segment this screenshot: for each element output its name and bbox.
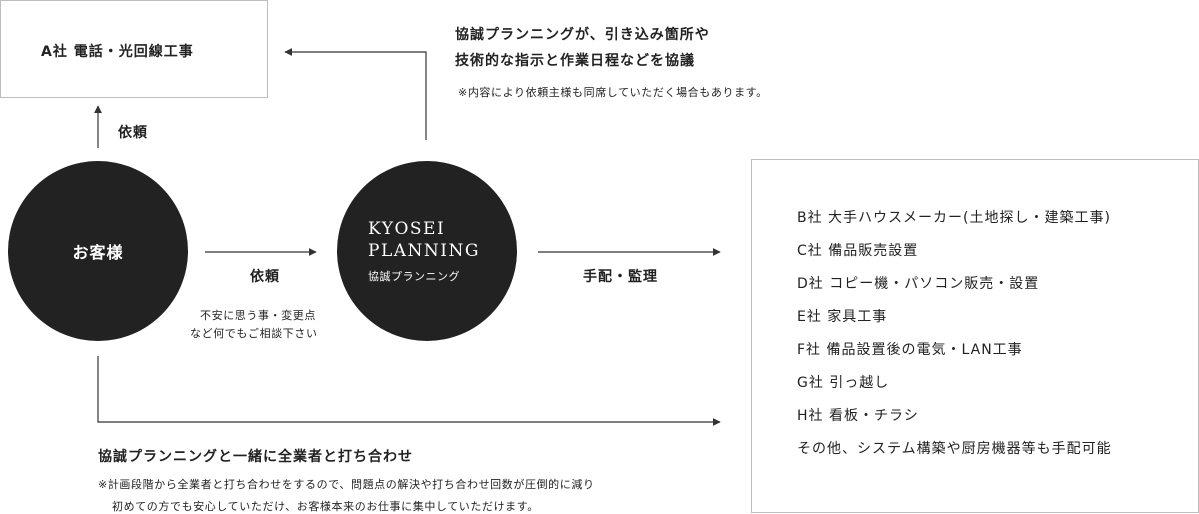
arrange-label: 手配・監理: [583, 269, 658, 285]
customer-circle: お客様: [8, 161, 188, 341]
company-item: H社 看板・チラシ: [797, 408, 919, 424]
bottom-note-title: 協誠プランニングと一緒に全業者と打ち合わせ: [98, 449, 413, 465]
companies-box: [751, 159, 1199, 513]
arrow-kyosei-to-a: [284, 48, 427, 140]
company-item: D社 コピー機・パソコン販売・設置: [797, 276, 1040, 292]
request-right-note2: など何でもご相談下さい: [190, 327, 318, 340]
kyosei-en-line1: KYOSEI: [368, 219, 446, 239]
company-item: G社 引っ越し: [797, 375, 890, 391]
companies-list: B社 大手ハウスメーカー(土地探し・建築工事) C社 備品販売設置 D社 コピー…: [797, 208, 1112, 472]
company-a-box: A社 電話・光回線工事: [0, 0, 268, 98]
top-note-line2: 技術的な指示と作業日程などを協議: [455, 53, 695, 69]
company-item: C社 備品販売設置: [797, 243, 919, 259]
company-a-label: A社 電話・光回線工事: [41, 44, 194, 60]
company-item: B社 大手ハウスメーカー(土地探し・建築工事): [797, 210, 1111, 226]
bottom-note-line2: 初めての方でも安心していただけ、お客様本来のお仕事に集中していただけます。: [112, 500, 539, 513]
bottom-note-line1: ※計画段階から全業者と打ち合わせをするので、問題点の解決や打ち合わせ回数が圧倒的…: [98, 478, 595, 491]
kyosei-en-line2: PLANNING: [368, 241, 480, 261]
company-item: その他、システム構築や厨房機器等も手配可能: [797, 441, 1112, 457]
request-right-note1: 不安に思う事・変更点: [200, 309, 316, 322]
company-item: E社 家具工事: [797, 309, 888, 325]
top-note-sub: ※内容により依頼主様も同席していただく場合もあります。: [458, 86, 768, 99]
customer-label: お客様: [72, 243, 124, 262]
kyosei-planning-circle: KYOSEI PLANNING 協誠プランニング: [337, 161, 517, 341]
arrow-customer-to-companies: [97, 356, 721, 426]
request-up-label: 依頼: [118, 125, 148, 141]
company-item: F社 備品設置後の電気・LAN工事: [797, 342, 1023, 358]
top-note-line1: 協誠プランニングが、引き込み箇所や: [455, 27, 710, 43]
kyosei-ja-label: 協誠プランニング: [368, 270, 460, 283]
request-right-label: 依頼: [250, 269, 280, 285]
